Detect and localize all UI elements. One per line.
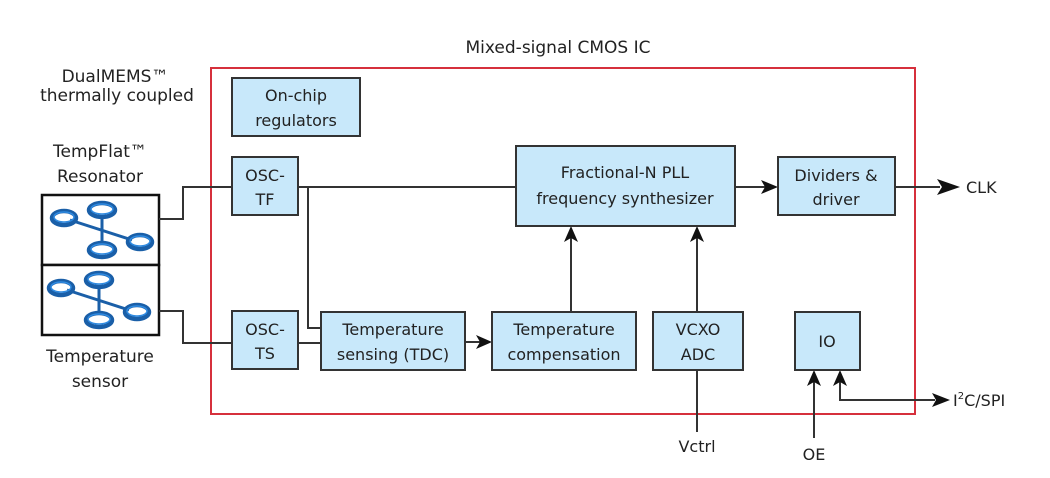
tempflat-label-line1: TempFlat™	[52, 142, 147, 162]
block-temperature-sensing: Temperature sensing (TDC)	[320, 311, 466, 371]
tempsensor-label-line1: Temperature	[45, 347, 154, 367]
svg-text:OSC-: OSC-	[245, 166, 285, 185]
svg-text:ADC: ADC	[681, 345, 715, 364]
block-io: IO	[794, 311, 861, 371]
vctrl-label: Vctrl	[678, 437, 715, 456]
svg-text:TF: TF	[255, 190, 275, 209]
block-fractional-n-pll: Fractional-N PLL frequency synthesizer	[515, 145, 736, 227]
arrow-i2c-to-io	[833, 370, 847, 386]
oe-label: OE	[803, 445, 826, 464]
clk-label: CLK	[966, 178, 997, 197]
arrow-to-clk	[937, 179, 960, 195]
arrow-to-i2c-spi	[932, 393, 950, 407]
chip-boundary	[210, 67, 916, 415]
svg-text:VCXO: VCXO	[676, 320, 721, 339]
svg-text:Temperature: Temperature	[341, 320, 443, 339]
dualmems-label-line2: thermally coupled	[40, 86, 194, 106]
svg-text:Dividers &: Dividers &	[794, 166, 877, 185]
svg-text:regulators: regulators	[255, 111, 337, 130]
arrow-comp-to-pll	[564, 226, 578, 242]
svg-text:On-chip: On-chip	[265, 86, 327, 105]
wires	[159, 186, 940, 438]
svg-text:sensing (TDC): sensing (TDC)	[337, 345, 449, 364]
svg-text:Temperature: Temperature	[512, 320, 614, 339]
tempflat-label-line2: Resonator	[57, 167, 143, 187]
block-osc-ts: OSC- TS	[231, 310, 299, 370]
arrow-oe-to-io	[807, 370, 821, 386]
svg-text:TS: TS	[254, 344, 275, 363]
svg-text:OSC-: OSC-	[245, 320, 285, 339]
svg-text:driver: driver	[812, 190, 859, 209]
svg-text:frequency synthesizer: frequency synthesizer	[536, 189, 714, 208]
tempsensor-label-line2: sensor	[72, 372, 128, 392]
block-on-chip-regulators: On-chip regulators	[231, 77, 361, 137]
block-temperature-compensation: Temperature compensation	[491, 311, 637, 371]
i2c-spi-label: I2C/SPI	[953, 391, 1005, 410]
arrow-to-temp-comp	[476, 335, 492, 349]
svg-text:compensation: compensation	[507, 345, 620, 364]
dualmems-label-line1: DualMEMS™	[62, 67, 169, 87]
chip-title: Mixed-signal CMOS IC	[466, 38, 651, 58]
block-dividers-driver: Dividers & driver	[777, 156, 896, 216]
arrow-to-dividers	[761, 180, 778, 194]
svg-text:IO: IO	[818, 332, 835, 351]
block-vcxo-adc: VCXO ADC	[652, 311, 744, 371]
block-osc-tf: OSC- TF	[231, 156, 299, 216]
arrow-vcxo-to-pll	[690, 226, 704, 242]
svg-text:Fractional-N PLL: Fractional-N PLL	[561, 163, 690, 182]
